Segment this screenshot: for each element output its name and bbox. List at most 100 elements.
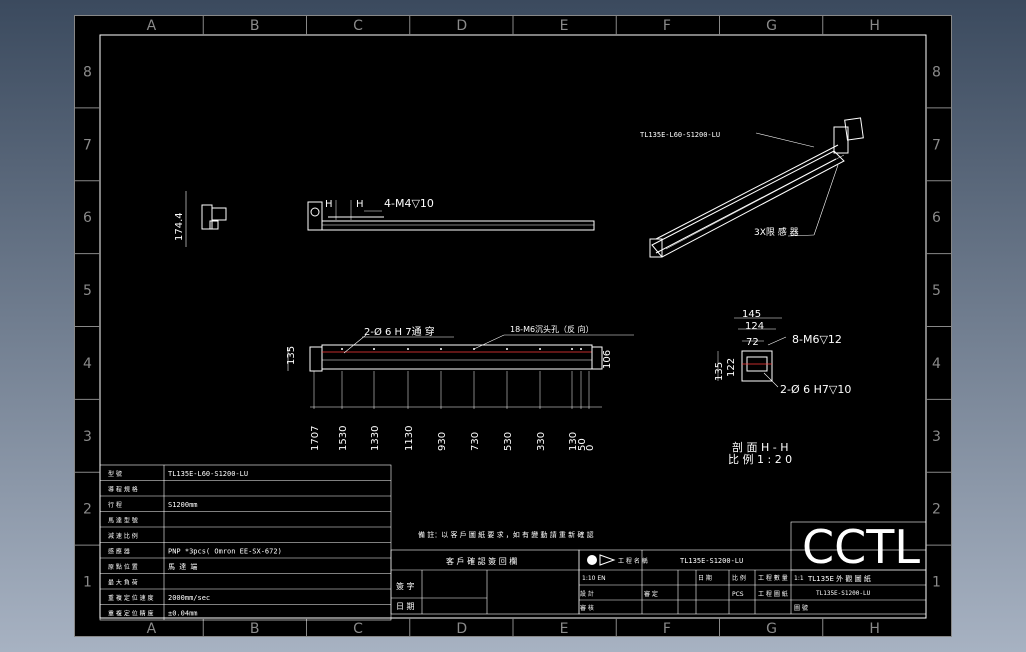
zone-row-label: 1	[932, 575, 941, 591]
title-block-cell: 1:1	[794, 575, 804, 582]
section-hole-label: 2-Ø 6 H7▽10	[780, 383, 851, 396]
section-title: 剖 面 H - H	[732, 440, 789, 454]
title-block: 工 程 名 稱 TL135E-S1200-LU CCTL TL135E 外 觀 …	[578, 520, 927, 615]
zone-row-label: 3	[83, 429, 92, 445]
spec-label: 原 點 位 置	[108, 563, 138, 571]
section-thread-label: 8-M6▽12	[792, 333, 842, 346]
section-view: 145 124 72 8-M6▽12 135 122 2-Ø 6 H7▽10 剖…	[714, 309, 851, 466]
title-block-cell: 日 期	[698, 574, 712, 582]
spec-label: 馬 達 型 號	[108, 517, 138, 525]
iso-sensor-note: 3X限 感 器	[754, 226, 799, 238]
section-w3-label: 72	[746, 337, 759, 348]
section-w1-label: 145	[742, 309, 761, 320]
bottom-dimension-label: 0	[585, 445, 596, 451]
zone-column-label: G	[766, 621, 777, 637]
zone-column-label: F	[663, 18, 671, 34]
zone-row-label: 3	[932, 429, 941, 445]
spec-value: TL135E-L60-S1200-LU	[168, 470, 248, 478]
bottom-dimension-label: 930	[437, 432, 448, 451]
zone-column-label: F	[663, 621, 671, 637]
customer-confirm-label: 客 戶 確 認 簽 回 欄	[446, 556, 517, 566]
section-w2-label: 124	[745, 321, 764, 332]
zone-row-label: 5	[83, 283, 92, 299]
logo-text: CCTL	[802, 520, 920, 574]
side-h1-label: H	[325, 199, 333, 210]
zone-row-label: 5	[932, 283, 941, 299]
zone-column-label: C	[353, 621, 363, 637]
title-block-cell: 圖 號	[794, 604, 808, 612]
spec-value: S1200mm	[168, 501, 198, 509]
zone-row-label: 8	[83, 64, 92, 80]
title-block-cell: 比 例	[732, 574, 746, 582]
title-block-cells: 設 計審 核審 定日 期比 例工 程 數 量工 程 圖 紙PCS1:1圖 號	[580, 574, 808, 612]
spec-label: 重 複 定 位 速 度	[108, 594, 154, 602]
title-block-cell: PCS	[732, 591, 744, 598]
bottom-dimension-label: 130	[568, 432, 579, 451]
zone-column-label: A	[147, 18, 157, 34]
spec-value: 2000mm/sec	[168, 594, 210, 602]
spec-label: 減 速 比 例	[108, 532, 138, 540]
zone-row-label: 7	[83, 137, 92, 153]
iso-model-label: TL135E-L60-S1200-LU	[640, 131, 720, 139]
zone-column-label: B	[250, 18, 260, 34]
zone-column-label: D	[456, 621, 467, 637]
version-label: 1:10 EN	[582, 575, 606, 582]
title-block-cell: 工 程 數 量	[758, 574, 788, 582]
projection-symbol-circle-icon	[587, 555, 597, 565]
section-scale: 比 例 1 : 2 0	[728, 452, 792, 466]
section-h1-label: 135	[714, 362, 725, 381]
date-label: 日 期	[396, 602, 415, 611]
title-block-cell: 設 計	[580, 590, 594, 598]
zone-column-label: A	[147, 621, 157, 637]
customer-confirm-block: 客 戶 確 認 簽 回 欄 簽 字 日 期	[390, 549, 580, 615]
zone-row-label: 7	[932, 137, 941, 153]
zone-row-label: 6	[932, 210, 941, 226]
title-block-cell: 工 程 圖 紙	[758, 590, 788, 598]
drawing-name: TL135E 外 觀 圖 紙	[807, 574, 871, 583]
zone-column-label: C	[353, 18, 363, 34]
zone-row-label: 8	[932, 64, 941, 80]
bottom-dimension-label: 530	[503, 432, 514, 451]
zone-row-label: 4	[932, 356, 941, 372]
spec-label: 行 程	[108, 501, 122, 509]
zone-column-label: E	[560, 621, 569, 637]
bottom-dimension-label: 1707	[310, 426, 321, 451]
zone-column-label: E	[560, 18, 569, 34]
isometric-view: TL135E-L60-S1200-LU 3X限 感 器	[640, 117, 864, 258]
top-hole-note: 2-Ø 6 H 7通 穿	[364, 325, 435, 338]
side-thread-note: 4-M4▽10	[384, 197, 434, 210]
top-right-height-label: 106	[602, 350, 613, 369]
spec-value: PNP *3pcs( Omron EE-SX-672)	[168, 548, 282, 556]
project-label: 工 程 名 稱	[618, 557, 648, 565]
drawing-note: 備 註：以 客 戶 圖 紙 要 求 ，如 有 變 動 請 重 新 確 認	[418, 530, 594, 539]
bottom-dimension-label: 1330	[370, 426, 381, 451]
top-height-label: 135	[286, 346, 297, 365]
zone-row-label: 2	[932, 502, 941, 518]
zone-column-label: H	[869, 18, 880, 34]
side-h2-label: H	[356, 199, 364, 210]
spec-value: 馬 達 端	[168, 562, 197, 571]
projection-symbol-cone-icon	[599, 554, 616, 566]
project-value: TL135E-S1200-LU	[680, 557, 743, 565]
left-height-label: 174.4	[174, 212, 185, 241]
drawing-number: TL135E-S1200-LU	[816, 590, 871, 597]
section-h2-label: 122	[726, 358, 737, 377]
bottom-dimension-label: 1530	[338, 426, 349, 451]
bottom-dimension-label: 1130	[404, 426, 415, 451]
spec-label: 最 大 負 荷	[108, 579, 138, 587]
left-end-view: 174.4	[174, 191, 227, 247]
bottom-dimension-label: 50	[577, 438, 588, 451]
zone-row-label: 2	[83, 502, 92, 518]
zone-column-label: G	[766, 18, 777, 34]
sign-label: 簽 字	[396, 581, 415, 591]
spec-label: 感 應 器	[108, 548, 130, 556]
spec-label: 型 號	[108, 470, 122, 478]
zone-row-label: 4	[83, 356, 92, 372]
zone-row-label: 1	[83, 575, 92, 591]
zone-column-label: B	[250, 621, 260, 637]
